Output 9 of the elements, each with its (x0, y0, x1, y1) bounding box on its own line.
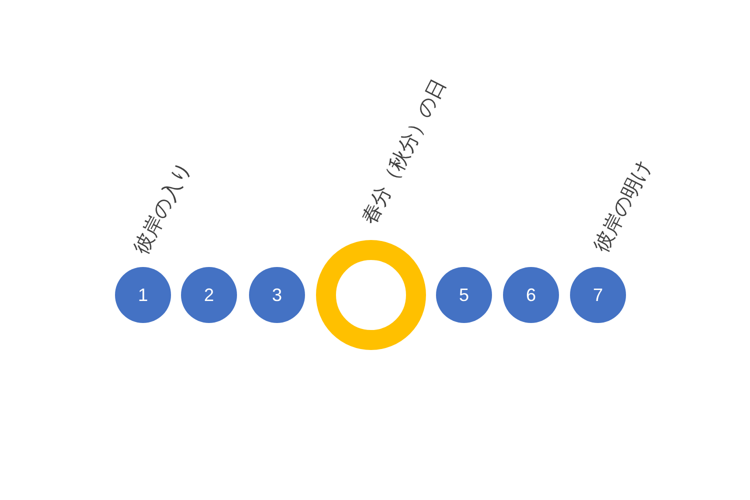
rotated-label: 彼岸の入り (130, 158, 196, 258)
number-label: 3 (272, 286, 282, 304)
number-label: 5 (458, 286, 469, 304)
number-label: 2 (204, 286, 214, 304)
rotated-label: 春分（秋分）の日 (358, 75, 451, 228)
number-label: 7 (592, 286, 603, 304)
number-label: 1 (138, 286, 148, 304)
rotated-label: 彼岸の明け (590, 156, 656, 256)
number-label: 6 (526, 286, 536, 304)
